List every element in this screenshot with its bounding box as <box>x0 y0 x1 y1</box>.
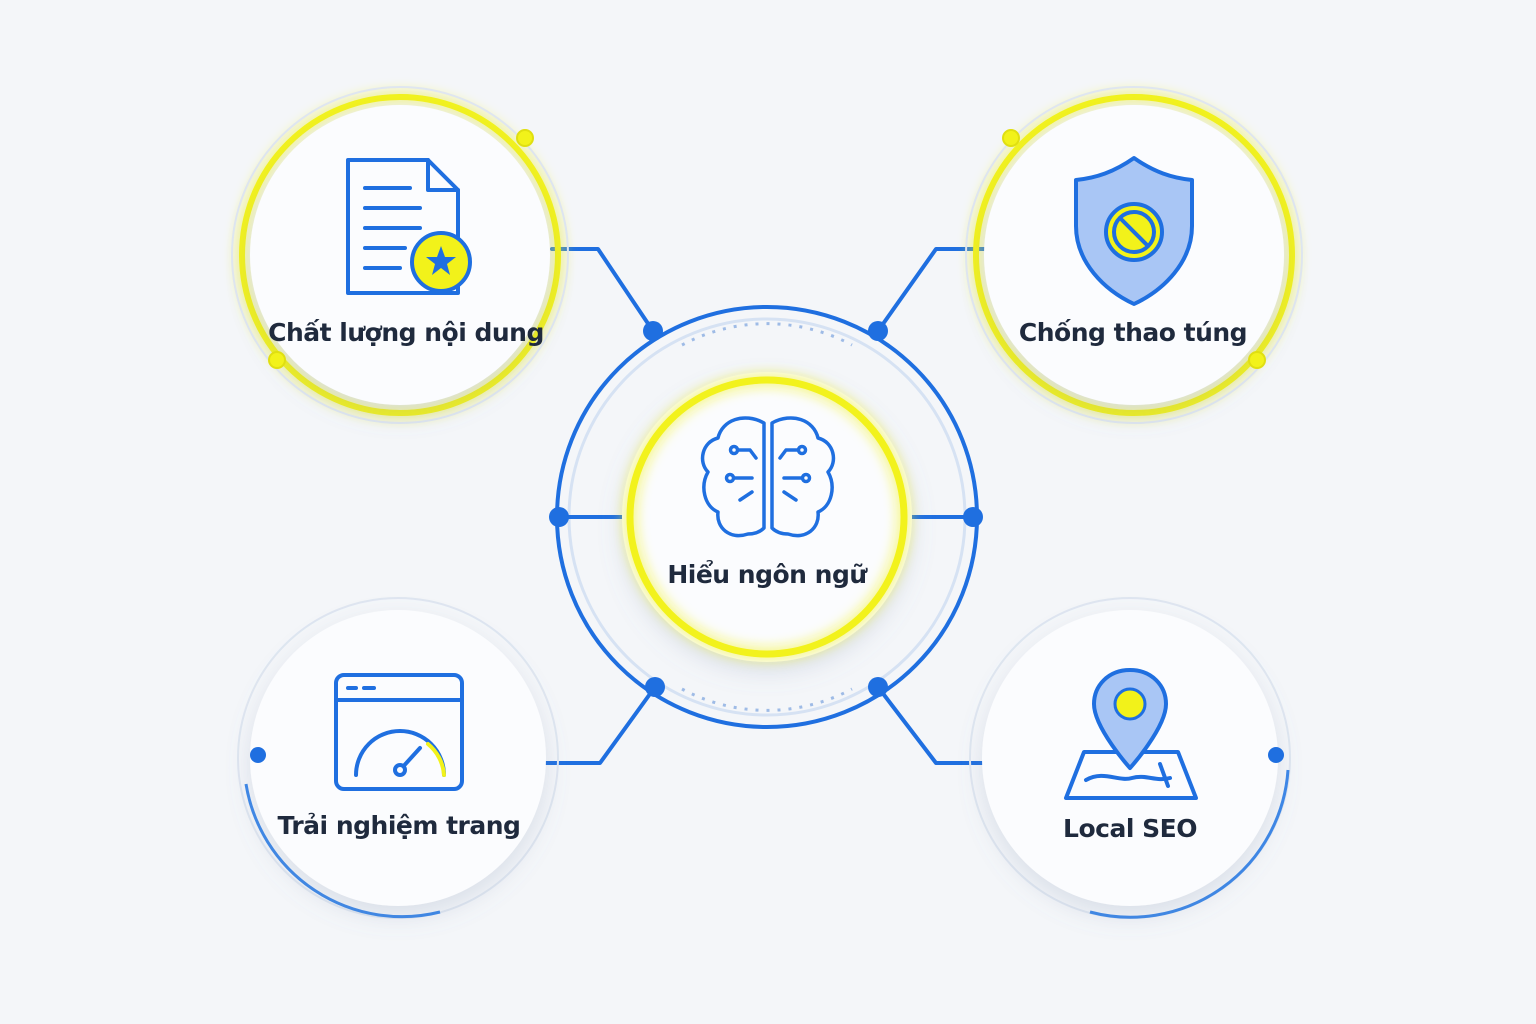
connector-page-experience <box>538 685 657 765</box>
node-blue-arc <box>1089 769 1290 919</box>
node-label-content-quality: Chất lượng nội dung <box>268 318 544 347</box>
dashed-arc-bottom <box>681 687 853 712</box>
ring-dot <box>1268 747 1284 763</box>
node-outer-ring <box>231 86 569 424</box>
connectors <box>538 247 994 765</box>
center-yellow-glow <box>626 376 908 658</box>
connector-anti-manipulation <box>876 247 986 333</box>
center-disc <box>622 372 912 662</box>
center-label: Hiểu ngôn ngữ <box>667 560 867 589</box>
shield-block-icon <box>1074 156 1194 306</box>
hub-dot <box>868 677 888 697</box>
node-label-page-experience: Trải nghiệm trang <box>277 811 521 840</box>
node-label-anti-manipulation: Chống thao túng <box>1018 318 1248 347</box>
map-pin-icon <box>1064 668 1198 800</box>
document-star-icon <box>346 158 472 295</box>
node-outer-ring <box>965 86 1303 424</box>
dashed-arc-top <box>681 322 853 347</box>
hub-dot <box>645 677 665 697</box>
hub-dot <box>963 507 983 527</box>
center-hub <box>549 305 983 729</box>
node-yellow-ring <box>239 94 561 416</box>
connector-local-seo <box>876 685 994 765</box>
node-label-local-seo: Local SEO <box>1063 814 1197 843</box>
ring-dot <box>1002 129 1020 147</box>
ring-dot <box>516 129 534 147</box>
ring-dot <box>250 747 266 763</box>
hub-dot <box>549 507 569 527</box>
brain-circuit-icon <box>700 416 836 538</box>
node-yellow-ring <box>973 94 1295 416</box>
node-blue-arc <box>244 783 441 919</box>
node-local-seo <box>969 597 1291 919</box>
node-page-experience <box>237 597 559 919</box>
browser-speedometer-icon <box>334 673 464 791</box>
node-content-quality <box>231 86 569 424</box>
hub-dot <box>643 321 663 341</box>
hub-dot <box>868 321 888 341</box>
node-anti-manipulation <box>965 86 1303 424</box>
ring-dot <box>1248 351 1266 369</box>
ring-dot <box>268 351 286 369</box>
